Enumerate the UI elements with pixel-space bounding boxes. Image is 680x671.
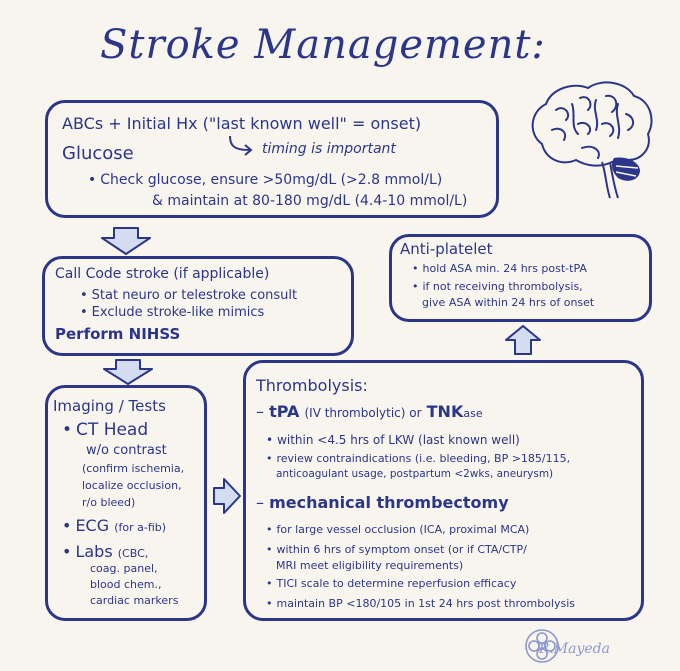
within-6-item: within 6 hrs of symptom onset (or if CTA… xyxy=(266,543,527,556)
labs-item: Labs (CBC, xyxy=(62,542,148,561)
rule-out-bleed: r/o bleed) xyxy=(82,496,136,509)
stat-neuro-item: Stat neuro or telestroke consult xyxy=(80,288,297,303)
arrow-down-icon xyxy=(103,359,153,385)
ecg-label: ECG xyxy=(62,516,109,535)
tpa-label: tPA xyxy=(269,402,300,421)
maintain-glucose-item: & maintain at 80-180 mg/dL (4.4-10 mmol/… xyxy=(152,193,468,209)
exclude-mimics-item: Exclude stroke-like mimics xyxy=(80,305,265,320)
ecg-item: ECG (for a-fib) xyxy=(62,516,166,535)
page-title: Stroke Management: xyxy=(100,22,546,68)
arrow-right-icon xyxy=(213,478,241,514)
tnk-suffix: ase xyxy=(463,407,483,420)
check-glucose-item: Check glucose, ensure >50mg/dL (>2.8 mmo… xyxy=(88,172,442,188)
mechanical-thrombectomy-label: mechanical thrombectomy xyxy=(269,493,509,512)
call-code-stroke: Call Code stroke (if applicable) xyxy=(55,266,270,282)
ecg-note: (for a-fib) xyxy=(114,521,167,534)
antiplatelet-box xyxy=(389,234,652,322)
initial-assessment-box xyxy=(45,100,499,218)
labs-coag: coag. panel, xyxy=(90,562,158,575)
timing-note: timing is important xyxy=(262,141,396,157)
within-45-item: within <4.5 hrs of LKW (last known well) xyxy=(266,433,520,447)
flower-logo-icon xyxy=(525,629,559,663)
maintain-bp-item: maintain BP <180/105 in 1st 24 hrs post … xyxy=(266,597,576,610)
give-asa-item: give ASA within 24 hrs of onset xyxy=(422,296,595,309)
tnk-label: TNK xyxy=(426,402,464,421)
tpa-heading: – tPA (IV thrombolytic) or TNKase xyxy=(256,402,483,421)
review-contraindications-cont: anticoagulant usage, postpartum <2wks, a… xyxy=(276,468,554,480)
curved-arrow-icon xyxy=(229,135,253,156)
localize-occlusion: localize occlusion, xyxy=(82,479,182,492)
labs-label: Labs xyxy=(62,542,113,561)
hold-asa-item: hold ASA min. 24 hrs post-tPA xyxy=(412,262,587,275)
tici-item: TICI scale to determine reperfusion effi… xyxy=(266,577,517,590)
thrombolysis-title: Thrombolysis: xyxy=(256,376,368,395)
labs-blood-chem: blood chem., xyxy=(90,578,162,591)
perform-nihss: Perform NIHSS xyxy=(55,325,181,343)
tpa-description: (IV thrombolytic) or xyxy=(304,406,422,420)
imaging-title: Imaging / Tests xyxy=(53,397,166,415)
wo-contrast: w/o contrast xyxy=(86,443,167,458)
within-6-cont: MRI meet eligibility requirements) xyxy=(276,559,464,572)
brain-icon xyxy=(531,81,653,199)
antiplatelet-title: Anti-platelet xyxy=(400,240,493,258)
labs-cardiac: cardiac markers xyxy=(90,594,179,607)
review-contraindications-item: review contraindications (i.e. bleeding,… xyxy=(266,452,571,465)
if-not-receiving-item: if not receiving thrombolysis, xyxy=(412,280,583,293)
arrow-down-icon xyxy=(101,227,151,255)
labs-cbc: (CBC, xyxy=(117,547,149,560)
glucose-label: Glucose xyxy=(62,143,134,164)
ct-head-item: CT Head xyxy=(62,420,148,440)
arrow-up-icon xyxy=(505,325,541,355)
signature: R.Mayeda xyxy=(538,641,610,657)
large-vessel-item: for large vessel occlusion (ICA, proxima… xyxy=(266,523,530,536)
abcs-line: ABCs + Initial Hx ("last known well" = o… xyxy=(62,114,422,133)
mechanical-heading: – mechanical thrombectomy xyxy=(256,493,509,512)
confirm-ischemia: (confirm ischemia, xyxy=(82,462,185,475)
